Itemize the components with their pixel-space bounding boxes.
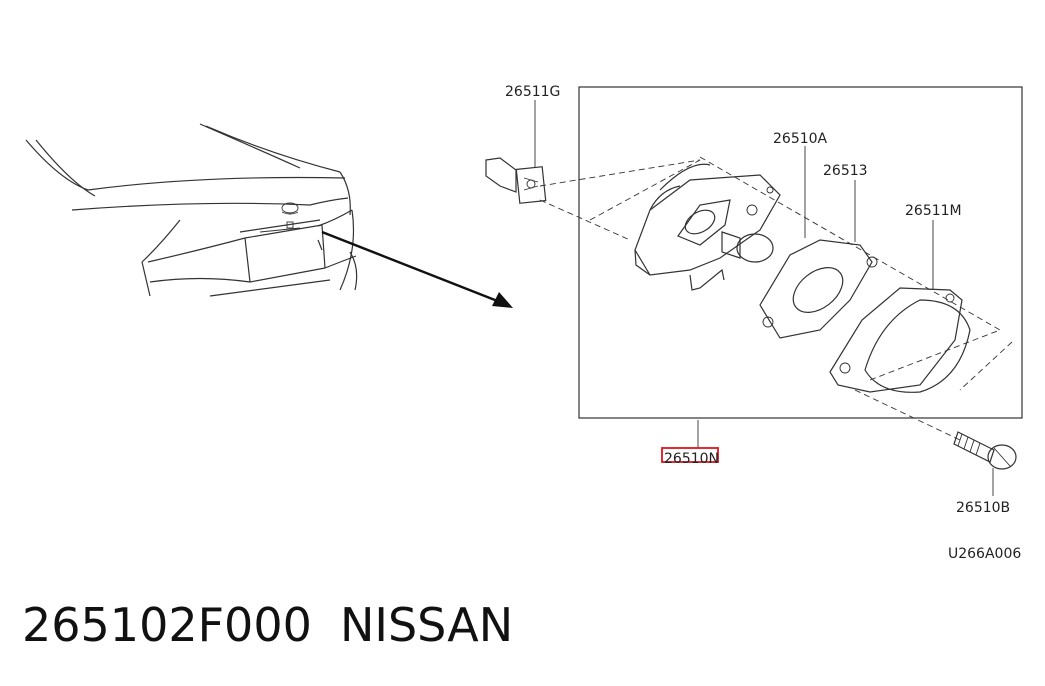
explosion-guides bbox=[539, 156, 1013, 441]
highlight-box bbox=[661, 447, 719, 463]
housing-part bbox=[634, 163, 781, 291]
label-26513: 26513 bbox=[823, 163, 868, 179]
label-26510A: 26510A bbox=[773, 131, 828, 147]
bracket-part bbox=[485, 157, 547, 204]
assembly-frame bbox=[578, 86, 1023, 419]
label-26510N: 26510N bbox=[664, 451, 719, 467]
label-26511G: 26511G bbox=[505, 84, 560, 100]
screw-part bbox=[953, 431, 1017, 470]
car-rear-illustration bbox=[25, 123, 358, 297]
leader-lines bbox=[534, 100, 994, 496]
label-26511M: 26511M bbox=[905, 203, 962, 219]
pointer-arrow bbox=[321, 230, 513, 308]
brand-name: NISSAN bbox=[340, 598, 514, 652]
part-number: 265102F000 bbox=[22, 598, 312, 652]
lens-part bbox=[829, 287, 971, 393]
gasket-part bbox=[759, 239, 878, 339]
drawing-code: U266A006 bbox=[948, 546, 1021, 562]
label-26510B: 26510B bbox=[956, 500, 1010, 516]
bulb-part bbox=[721, 231, 774, 263]
